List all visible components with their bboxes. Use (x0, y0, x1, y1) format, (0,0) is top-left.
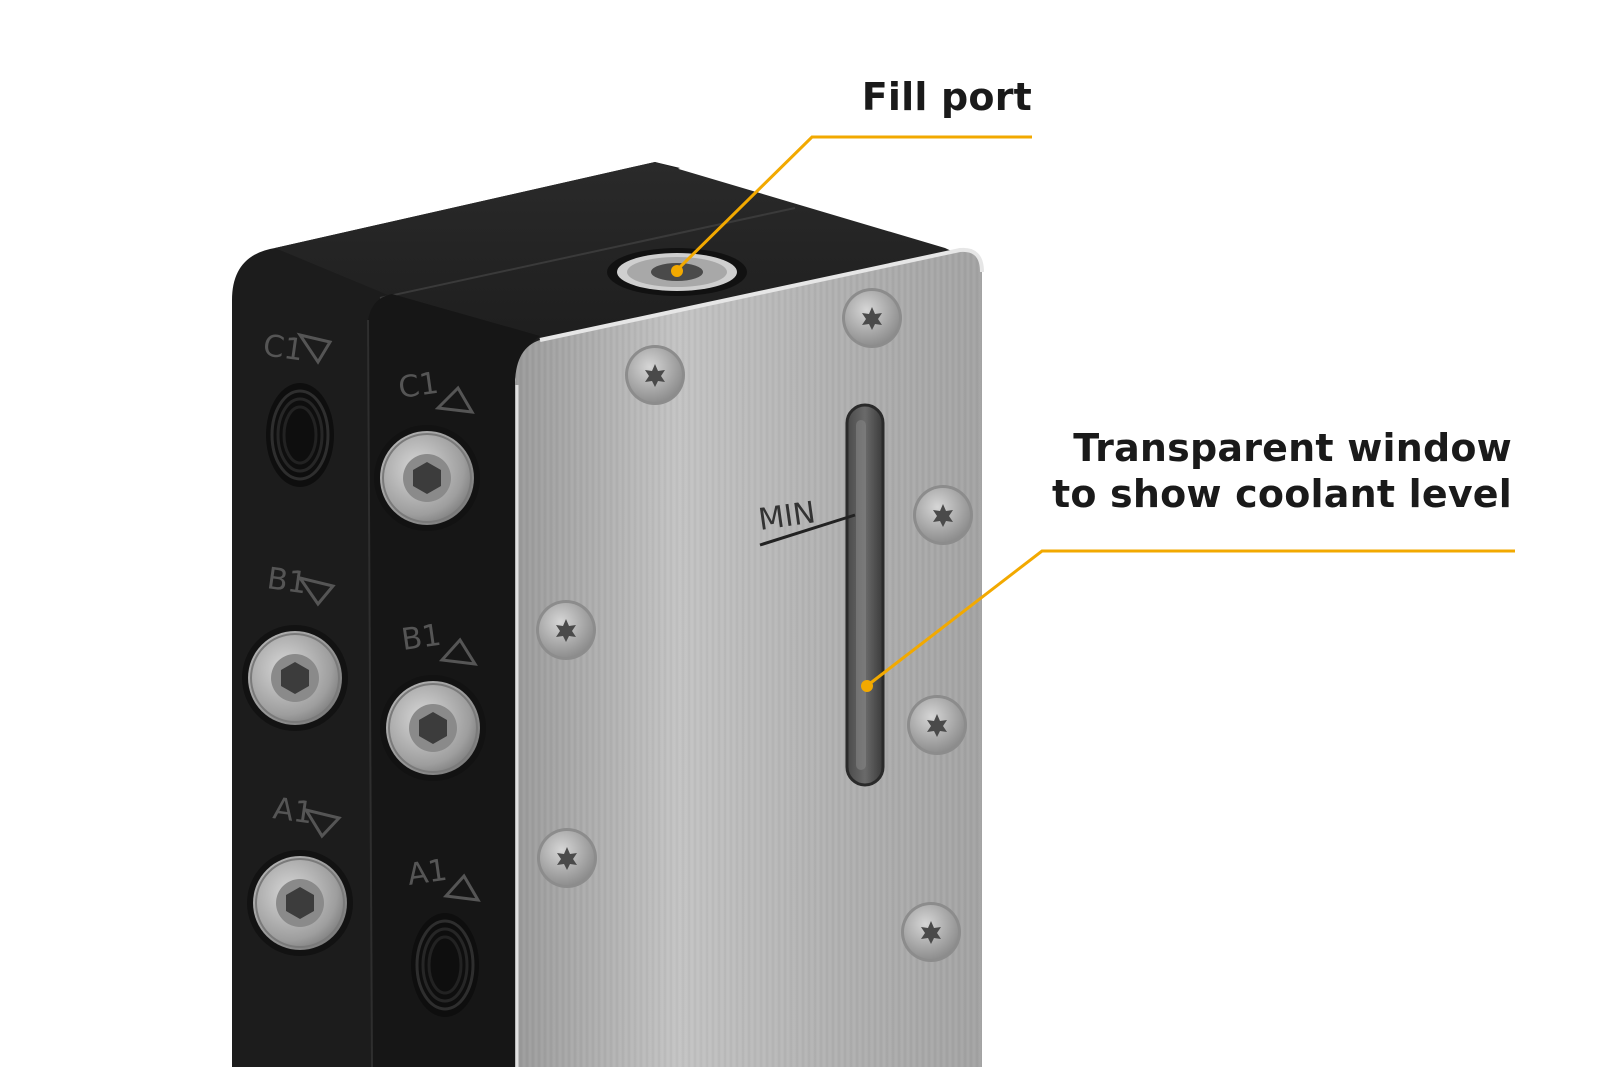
triangle-marker-icon (442, 873, 481, 902)
section-seam (367, 319, 373, 1067)
fill-port-leader (671, 135, 1032, 277)
triangle-marker-icon (438, 637, 478, 666)
hex-plug-icon (379, 674, 487, 782)
window-label: Transparent window to show coolant level (1052, 425, 1512, 517)
port-label: C1 (261, 328, 306, 368)
min-mark-line (759, 513, 856, 547)
window-label-line-1: Transparent window (1073, 426, 1512, 470)
min-label: MIN (756, 495, 818, 538)
torx-screw-icon (907, 695, 967, 755)
port-label: B1 (399, 618, 443, 658)
torx-screw-icon (536, 600, 596, 660)
hex-plug-icon (246, 849, 354, 957)
torx-screw-icon (625, 345, 685, 405)
port-label: C1 (396, 366, 441, 406)
hex-plug-icon (373, 424, 481, 532)
hex-plug-icon (241, 624, 349, 732)
triangle-marker-icon (302, 807, 342, 839)
port-label: A1 (405, 853, 449, 893)
torx-screw-icon (913, 485, 973, 545)
triangle-marker-icon (434, 385, 475, 414)
torx-screw-icon (537, 828, 597, 888)
plate-edge-highlight (539, 247, 984, 342)
triangle-marker-icon (296, 575, 336, 607)
window-label-line-2: to show coolant level (1051, 472, 1512, 516)
triangle-marker-icon (296, 332, 333, 365)
block-left-face (232, 162, 680, 1067)
torx-screw-icon (842, 288, 902, 348)
window-leader (861, 549, 1515, 692)
torx-screw-icon (901, 902, 961, 962)
fill-port-label: Fill port (861, 75, 1032, 119)
threaded-port-icon (409, 911, 481, 1019)
threaded-port-icon (264, 381, 336, 489)
